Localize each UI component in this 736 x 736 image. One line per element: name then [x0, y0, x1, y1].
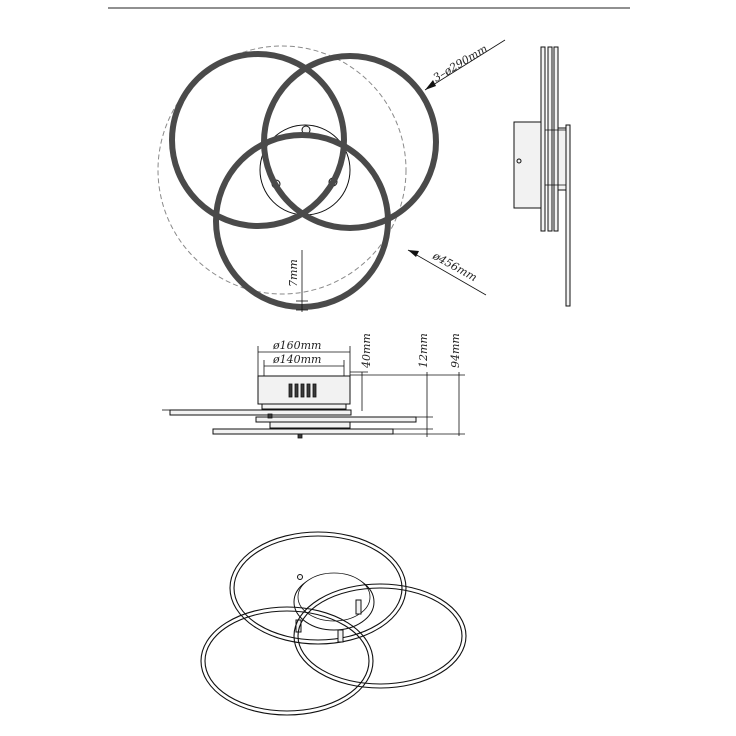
elevation-foot: [267, 413, 273, 419]
front-elevation: ø160mm ø140mm 40mm 12mm 94mm: [162, 333, 465, 439]
ring-left: [169, 51, 347, 229]
ring-width-label: 7mm: [287, 259, 300, 287]
perspective-ring-back: [233, 535, 403, 641]
perspective-ring-left: [204, 610, 370, 712]
elevation-connector: [269, 421, 351, 429]
overall-diameter-arrow: [408, 250, 419, 257]
profile-ring-bar: [553, 46, 559, 232]
profile-ring-bar: [547, 46, 553, 232]
elevation-ring-middle: [255, 416, 417, 423]
canopy-height-label: 40mm: [360, 333, 373, 369]
perspective-post: [355, 599, 362, 615]
terminal-pin: [288, 383, 293, 398]
perspective-ring-right: [297, 587, 463, 685]
perspective-ring-back: [229, 531, 407, 645]
perspective-post: [337, 629, 344, 643]
profile-canopy: [513, 121, 542, 209]
canopy-base: [261, 403, 347, 410]
profile-ring-bar: [565, 124, 571, 307]
ring-offset-label: 12mm: [417, 333, 430, 368]
ring-diameter-label: 3–ø290mm: [431, 42, 490, 85]
profile-screw: [516, 158, 522, 164]
overall-diameter-leader: [407, 249, 487, 296]
perspective-canopy-screw: [297, 574, 303, 580]
perspective-view: [200, 531, 467, 716]
canopy-inner-label: ø140mm: [272, 353, 321, 366]
perspective-canopy-top: [297, 572, 371, 622]
profile-view: [513, 46, 571, 307]
top-view: 3–ø290mm ø456mm 7mm: [157, 39, 506, 312]
perspective-ring-left: [200, 606, 374, 716]
elevation-ring-upper: [169, 409, 352, 416]
canopy-outer-label: ø160mm: [272, 339, 321, 352]
profile-ring-bar: [540, 46, 546, 232]
terminal-pin: [300, 383, 305, 398]
elevation-foot: [297, 433, 303, 439]
ring-diameter-arrow: [425, 80, 436, 90]
perspective-ring-right: [293, 583, 467, 689]
terminal-pin: [312, 383, 317, 398]
total-height-label: 94mm: [449, 333, 462, 368]
terminal-pin: [294, 383, 299, 398]
profile-mount: [557, 127, 567, 191]
ring-diameter-leader: [424, 39, 506, 91]
overall-diameter-circle: [157, 45, 407, 295]
elevation-ring-lower: [212, 428, 394, 435]
terminal-pin: [306, 383, 311, 398]
